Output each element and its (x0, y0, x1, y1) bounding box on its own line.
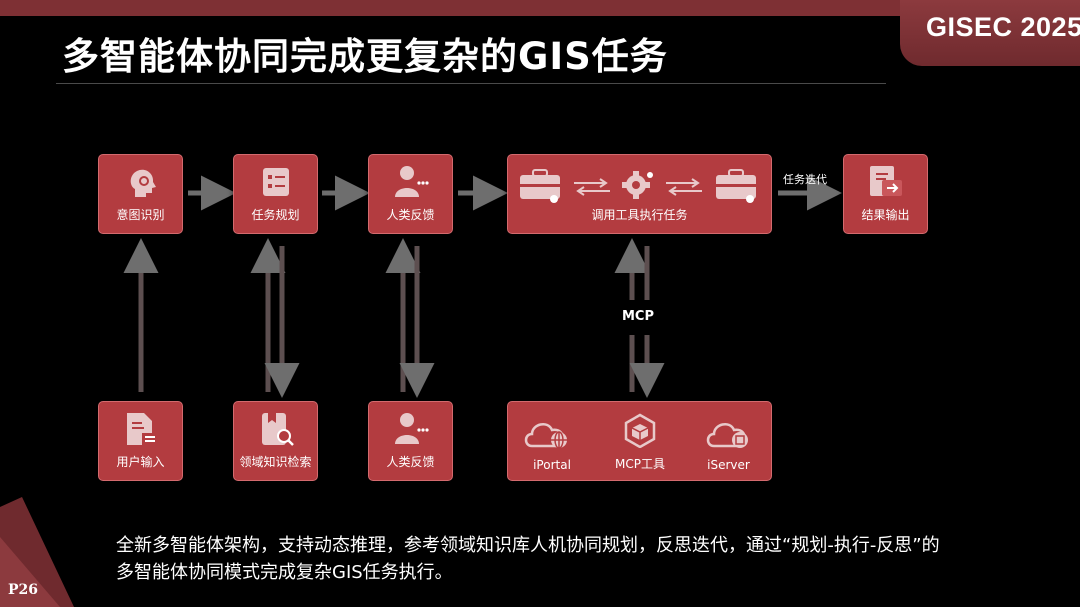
tool-label: MCP工具 (615, 457, 665, 471)
node-domain-knowledge-retrieval: 领域知识检索 (233, 401, 318, 481)
book-search-icon (259, 411, 295, 447)
tool-iserver: iServer (684, 402, 773, 482)
node-tools-group: iPortal MCP工具 iServer (507, 401, 772, 481)
cube-icon (622, 412, 658, 448)
document-lines-icon (124, 411, 160, 447)
tool-iportal: iPortal (508, 402, 596, 482)
node-user-input: 用户输入 (98, 401, 183, 481)
page-number: P26 (8, 582, 39, 598)
cloud-globe-icon (522, 416, 572, 450)
node-label: 结果输出 (861, 208, 910, 222)
top-accent-bar (0, 0, 1080, 16)
mcp-label: MCP (622, 309, 655, 324)
node-label: 调用工具执行任务 (591, 208, 688, 222)
node-label: 人类反馈 (386, 455, 435, 469)
slide-title: 多智能体协同完成更复杂的GIS任务 (62, 35, 668, 78)
head-profile-icon (125, 165, 159, 199)
checklist-icon (259, 165, 293, 199)
node-intent-recognition: 意图识别 (98, 154, 183, 234)
node-human-feedback-bottom: 人类反馈 (368, 401, 453, 481)
person-chat-icon (393, 163, 431, 199)
tool-label: iServer (707, 458, 750, 472)
node-human-feedback-top: 人类反馈 (368, 154, 453, 234)
cloud-server-icon (704, 416, 754, 450)
toolbox-gear-exchange-icon (516, 165, 766, 205)
corner-decoration (0, 497, 74, 607)
node-result-output: 结果输出 (843, 154, 928, 234)
tool-label: iPortal (533, 458, 571, 472)
description-text: 全新多智能体架构，支持动态推理，参考领域知识库人机协同规划，反思迭代，通过“规划… (116, 535, 940, 583)
tool-mcp: MCP工具 (596, 402, 684, 482)
conference-badge-text: GISEC 2025 (926, 12, 1080, 42)
node-tool-execution: 调用工具执行任务 (507, 154, 772, 234)
node-label: 领域知识检索 (239, 455, 312, 469)
iteration-label: 任务迭代 (783, 173, 827, 186)
person-chat-icon (393, 410, 431, 446)
node-task-planning: 任务规划 (233, 154, 318, 234)
node-label: 用户输入 (116, 455, 165, 469)
node-label: 人类反馈 (386, 208, 435, 222)
node-label: 任务规划 (251, 208, 300, 222)
node-label: 意图识别 (116, 208, 165, 222)
title-divider (56, 83, 886, 84)
document-export-icon (868, 164, 904, 198)
conference-badge: GISEC 2025 (900, 0, 1080, 66)
